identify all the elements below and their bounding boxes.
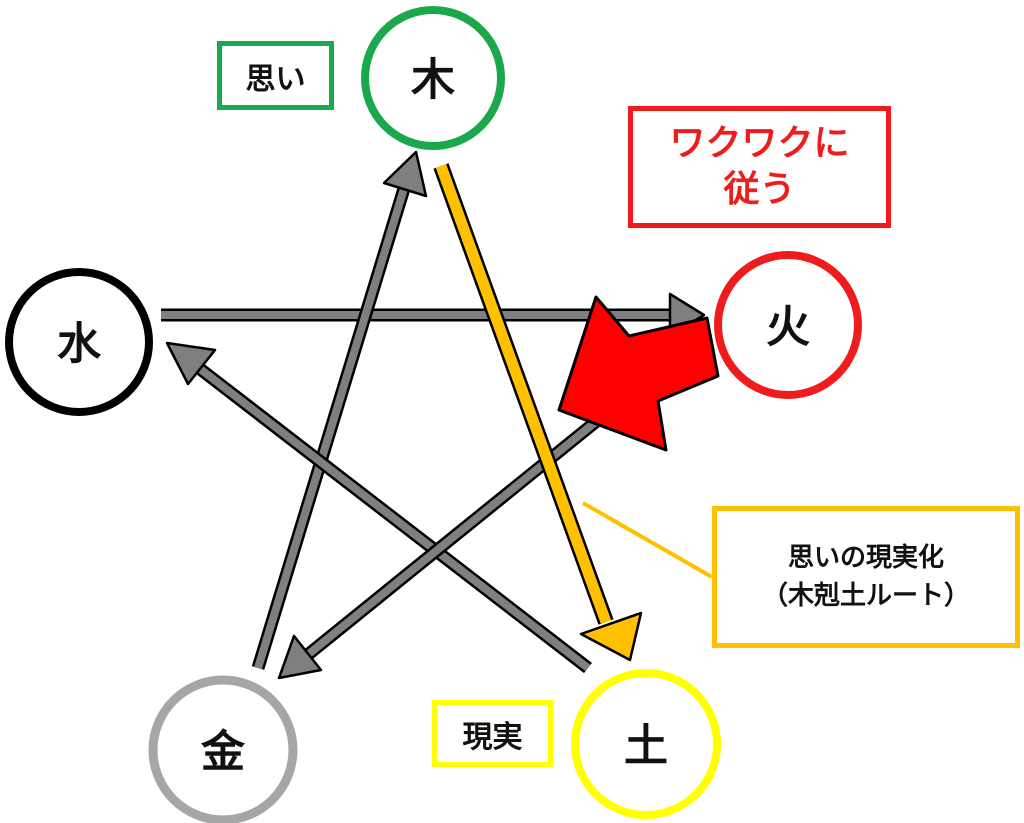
node-earth-label: 土 [624, 721, 668, 772]
node-earth: 土 [571, 669, 721, 819]
node-metal: 金 [148, 675, 298, 823]
node-fire-circle [714, 251, 862, 399]
arrow-metal-to-wood [251, 150, 428, 670]
arrow-earth-to-water [165, 341, 592, 674]
node-fire-label: 火 [766, 302, 810, 353]
label-omoi: 思い [245, 61, 306, 97]
node-water: 水 [5, 268, 153, 416]
node-earth-circle [571, 669, 721, 819]
label-route-line2: （木剋土ルート） [761, 581, 970, 611]
label-genjitsu-box: 現実 [432, 700, 553, 767]
label-route-box: 思いの現実化 （木剋土ルート） [712, 506, 1020, 648]
label-genjitsu: 現実 [462, 719, 523, 755]
label-wakuwaku-box: ワクワクに 従う [628, 106, 891, 228]
node-metal-label: 金 [200, 727, 246, 778]
label-wakuwaku-line1: ワクワクに [669, 123, 850, 164]
label-omoi-box: 思い [217, 41, 334, 110]
big-red-arrow [557, 295, 720, 452]
arrow-wood-to-earth [433, 163, 643, 662]
callout-connector [582, 501, 713, 579]
node-water-label: 水 [57, 319, 102, 370]
label-wakuwaku-line2: 従う [723, 169, 796, 210]
node-metal-circle [148, 675, 298, 823]
node-fire: 火 [714, 251, 862, 399]
node-water-circle [5, 268, 153, 416]
node-wood-label: 木 [411, 55, 455, 106]
label-route-line1: 思いの現実化 [787, 543, 944, 573]
node-wood-circle [361, 6, 505, 150]
node-wood: 木 [361, 6, 505, 150]
